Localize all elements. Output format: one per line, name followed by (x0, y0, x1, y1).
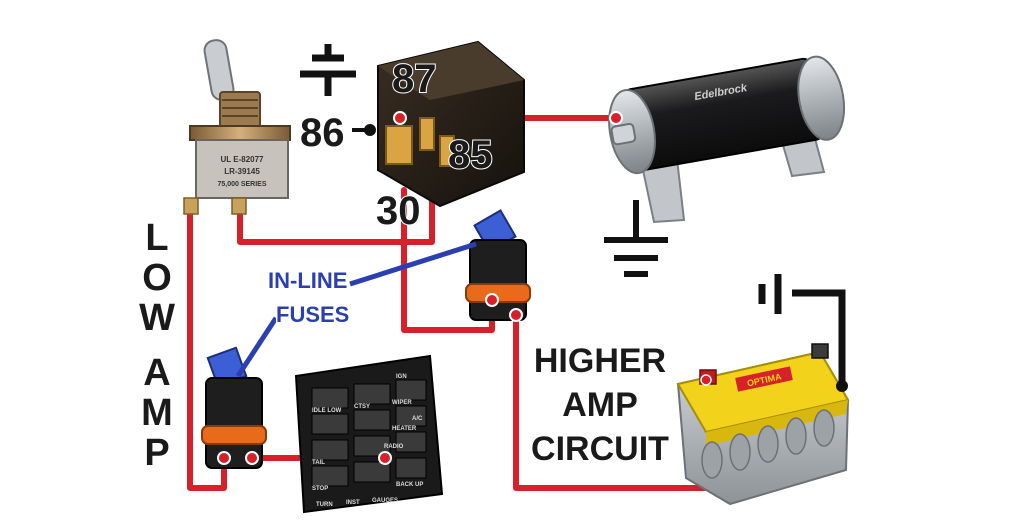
inline-fuse-upper (465, 209, 531, 322)
low-amp-letter-0: L (145, 217, 168, 259)
panel-label-6: RADIO (384, 444, 404, 450)
panel-label-8: STOP (312, 486, 328, 492)
ground-symbol-battery (758, 274, 846, 386)
higher-amp-line2: AMP (562, 386, 638, 424)
panel-label-2: IDLE LOW (312, 408, 342, 414)
panel-label-12: GAUGES (372, 498, 398, 504)
relay-pin-labels: 87 86 85 30 (299, 56, 494, 234)
fuse-panel: IGN WIPER IDLE LOW CTSY HEATER A/C RADIO… (294, 354, 444, 514)
pin-87-label: 87 (392, 57, 437, 101)
panel-label-11: INST (346, 500, 360, 506)
panel-label-7: TAIL (312, 460, 325, 466)
inline-fuse-lower (201, 346, 267, 469)
fuse-label-line2: FUSES (276, 302, 349, 327)
fuel-pump: Edelbrock (608, 55, 846, 224)
fuse-label-line1: IN-LINE (268, 268, 347, 293)
low-amp-label: L O W A M P (138, 216, 177, 476)
higher-amp-line1: HIGHER (534, 342, 666, 380)
panel-label-4: HEATER (392, 426, 417, 432)
panel-label-0: IGN (396, 374, 407, 380)
panel-label-9: BACK UP (396, 482, 423, 488)
fuse-label: IN-LINE FUSES (267, 267, 351, 329)
low-amp-letter-5: P (144, 432, 169, 474)
switch-text-3: 75,000 SERIES (217, 181, 266, 188)
low-amp-letter-1: O (142, 257, 172, 299)
pin-30-label: 30 (376, 189, 421, 233)
relay (352, 40, 525, 208)
battery: OPTIMA (676, 343, 850, 506)
low-amp-letter-2: W (139, 297, 175, 339)
toggle-switch: UL E-82077 LR-39145 75,000 SERIES (183, 39, 291, 215)
pin-85-label: 85 (448, 133, 493, 177)
panel-label-1: WIPER (392, 400, 412, 406)
ground-symbol-pump (604, 200, 668, 277)
low-amp-letter-3: A (143, 352, 170, 394)
higher-amp-line3: CIRCUIT (531, 430, 669, 468)
pin-86-label: 86 (300, 111, 345, 155)
switch-text-1: UL E-82077 (221, 155, 265, 164)
panel-label-3: CTSY (354, 404, 370, 410)
ground-symbol-relay (300, 44, 356, 96)
fuse-pointers (235, 241, 477, 378)
low-amp-letter-4: M (141, 392, 173, 434)
panel-label-10: TURN (316, 502, 333, 508)
switch-text-2: LR-39145 (224, 167, 260, 176)
panel-label-5: A/C (412, 416, 423, 422)
higher-amp-label: HIGHER AMP CIRCUIT (530, 341, 671, 470)
